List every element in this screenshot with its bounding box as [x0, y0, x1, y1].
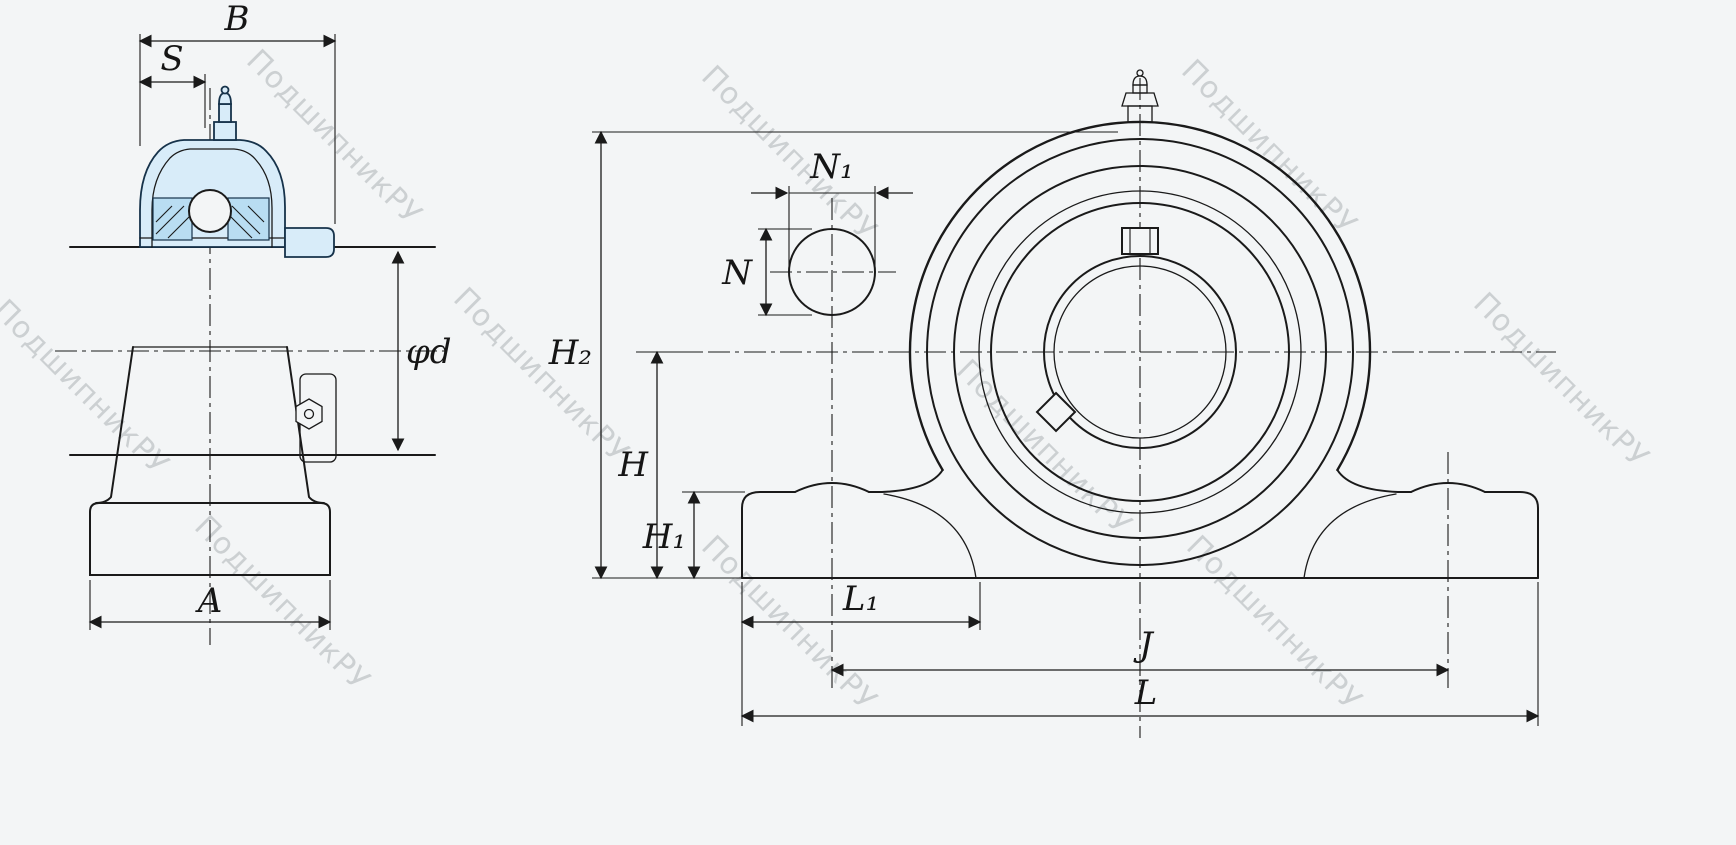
dimension-label-B: B [224, 0, 250, 39]
right-bolt-boss [1410, 482, 1486, 493]
bore-chamfer-circle [1053, 265, 1227, 439]
grease-fitting-hex [1121, 92, 1159, 107]
section-hatching [155, 205, 265, 239]
left-bolt-boss [794, 482, 870, 493]
watermark-text: ПодшипникРУ [1179, 529, 1368, 718]
base-right-end [1484, 491, 1539, 579]
watermark-text: ПодшипникРУ [0, 293, 176, 482]
bearing-housing-inner-wall [151, 148, 273, 248]
setscrew-collar [284, 227, 335, 258]
dimension-label-N1: N₁ [809, 147, 853, 187]
watermark-text: ПодшипникРУ [949, 353, 1138, 542]
outer-ring-outer-circle [953, 165, 1327, 539]
housing-seat-circle [926, 138, 1354, 566]
grease-fitting-ball [220, 85, 230, 95]
dimension-label-H2: H₂ [548, 333, 592, 373]
dimension-label-H: H [617, 445, 649, 485]
hex-bolt-head [295, 398, 323, 430]
dimension-label-H1: H₁ [642, 517, 686, 557]
inner-ring-right-section [227, 197, 270, 241]
base-right-waist [1303, 493, 1397, 579]
watermark-text: ПодшипникРУ [1466, 286, 1655, 475]
grease-fitting-front [1121, 69, 1159, 123]
top-setscrew-slots [1129, 228, 1151, 254]
side-setscrew [1035, 391, 1077, 433]
bearing-insert-section [139, 85, 335, 258]
base-outline [89, 502, 331, 576]
dimension-label-L1: L₁ [842, 579, 879, 619]
front-dimensions: N₁ N H₂ H H₁ L₁ J [548, 130, 1540, 726]
dimension-label-S: S [160, 39, 183, 79]
front-base [741, 482, 1539, 579]
watermark-text: ПодшипникРУ [694, 529, 883, 718]
grease-fitting-stem [218, 103, 232, 123]
dimension-label-N: N [721, 253, 753, 293]
dimension-label-L: L [1134, 673, 1158, 713]
top-setscrew [1121, 227, 1159, 255]
grease-fitting-tip [1136, 69, 1144, 77]
outer-ring-inner-circle [978, 190, 1302, 514]
dimension-label-J: J [1133, 625, 1155, 665]
dimension-label-A: A [195, 581, 223, 621]
ext-lines-N1 [788, 186, 876, 266]
bore-circle [1043, 255, 1237, 449]
front-view: N₁ N H₂ H H₁ L₁ J [548, 69, 1556, 738]
watermark-text: ПодшипникРУ [446, 281, 635, 470]
housing-left-fillet [881, 469, 944, 493]
housing-right-fillet [1336, 469, 1399, 493]
grease-fitting-base [213, 121, 237, 141]
grease-fitting-cap [218, 92, 232, 105]
side-view: B S A φd [55, 0, 452, 645]
bearing-ball [188, 189, 232, 233]
side-dimensions: B S A φd [88, 0, 452, 630]
hex-bolt-center [303, 408, 315, 420]
inner-ring-outer-circle [990, 202, 1290, 502]
bolt-hole-circle [788, 228, 876, 316]
dimension-label-phi-d: φd [406, 332, 452, 372]
base-left-waist [883, 493, 977, 579]
base-left-end [741, 491, 796, 579]
